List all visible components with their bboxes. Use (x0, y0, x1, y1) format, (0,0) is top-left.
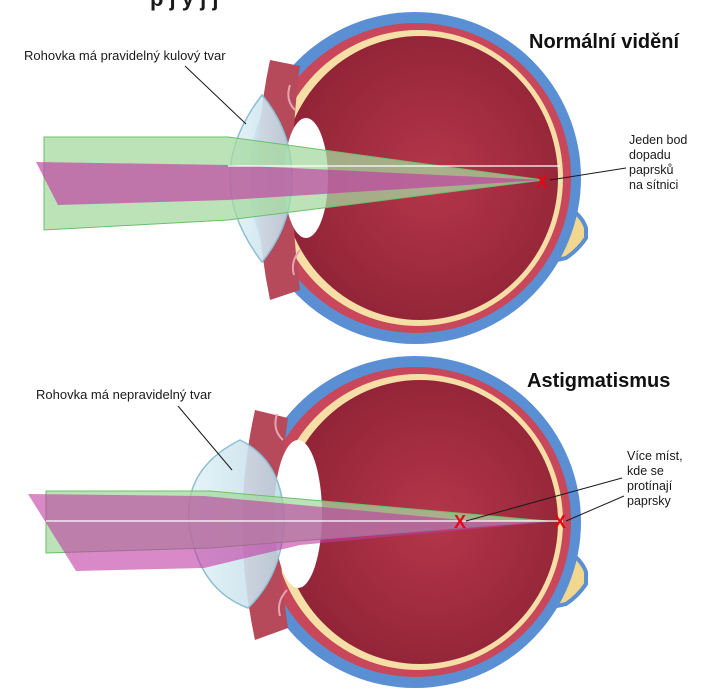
panel-title: Astigmatismus (527, 370, 670, 392)
cornea-leader-line (178, 406, 232, 470)
focus-note-line: kde se (627, 464, 664, 478)
focus-note-line: na sítnici (629, 178, 678, 192)
panel-astigmatism: Astigmatismus X X Rohovka má nepravideln… (28, 356, 686, 688)
panel-title: Normální vidění (529, 31, 680, 53)
focus-note-line: dopadu (629, 148, 671, 162)
focus-mark: X (454, 512, 466, 532)
focus-note-line: protínají (627, 479, 673, 493)
focus-note-line: paprsky (627, 494, 672, 508)
focus-note-line: paprsků (629, 163, 674, 177)
cornea-leader-line (185, 66, 246, 124)
focus-mark: X (554, 512, 566, 532)
cornea-label: Rohovka má pravidelný kulový tvar (24, 48, 226, 63)
focus-note-line: Jeden bod (629, 133, 687, 147)
panel-normal: Normální vidění (24, 12, 691, 344)
focus-note: Jeden bod dopadu paprsků na sítnici (629, 133, 691, 192)
focus-note: Více míst, kde se protínají paprsky (627, 449, 686, 508)
focus-note-line: Více míst, (627, 449, 683, 463)
focus-mark: X (536, 172, 548, 192)
top-heading-fragment: p j y j j (150, 0, 218, 11)
cornea-label: Rohovka má nepravidelný tvar (36, 387, 212, 402)
